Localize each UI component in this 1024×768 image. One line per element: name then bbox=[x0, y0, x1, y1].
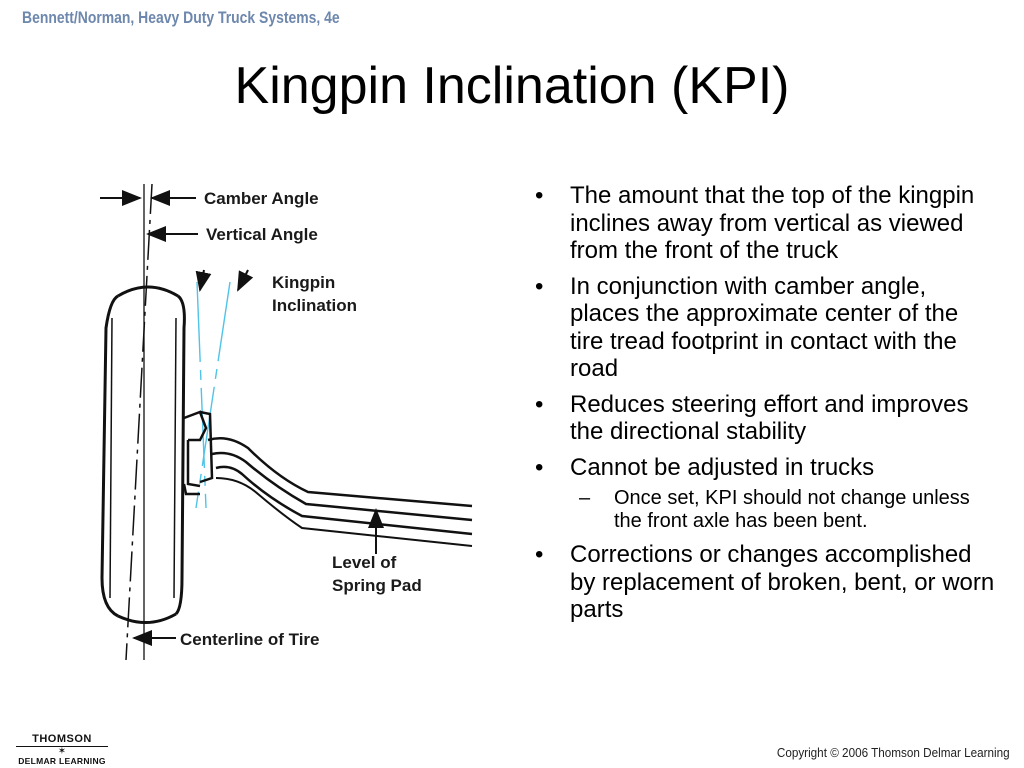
bullet-item: • Corrections or changes accomplished by… bbox=[528, 541, 998, 624]
bullet-text: Corrections or changes accomplished by r… bbox=[570, 541, 995, 623]
bullet-text: In conjunction with camber angle, places… bbox=[570, 272, 959, 383]
kpi-arrow-right bbox=[237, 269, 254, 292]
front-axle bbox=[207, 437, 473, 547]
slide-title: Kingpin Inclination (KPI) bbox=[234, 57, 790, 115]
bullet-text: Cannot be adjusted in trucks bbox=[570, 453, 875, 481]
logo-star-icon: ✶ bbox=[57, 746, 67, 757]
bullet-item: • Reduces steering effort and improves t… bbox=[528, 391, 998, 446]
bullet-item: • In conjunction with camber angle, plac… bbox=[528, 273, 998, 383]
sub-bullet-dash: – bbox=[579, 487, 591, 509]
steering-knuckle bbox=[182, 410, 214, 496]
tire bbox=[100, 285, 186, 624]
level-of-spring-pad-label-2: Spring Pad bbox=[332, 576, 422, 595]
level-of-spring-pad-label-1: Level of bbox=[332, 553, 397, 572]
logo-bottom-text: DELMAR LEARNING bbox=[18, 756, 106, 766]
bullet-dot: • bbox=[535, 453, 544, 481]
bullet-text: Reduces steering effort and improves the… bbox=[570, 390, 969, 446]
book-header: Bennett/Norman, Heavy Duty Truck Systems… bbox=[22, 8, 340, 27]
centerline-of-tire-label: Centerline of Tire bbox=[180, 630, 320, 649]
kpi-arrow-left bbox=[195, 269, 212, 292]
kingpin-inclination-label-2: Inclination bbox=[272, 296, 357, 315]
bullet-dot: • bbox=[535, 390, 544, 418]
bullet-item: • Cannot be adjusted in trucks bbox=[528, 454, 998, 482]
bullet-list: • The amount that the top of the kingpin… bbox=[528, 182, 998, 632]
publisher-logo: THOMSON ✶ DELMAR LEARNING bbox=[12, 733, 112, 766]
centerline-of-tire-line bbox=[125, 183, 153, 661]
copyright-notice: Copyright © 2006 Thomson Delmar Learning bbox=[777, 745, 1010, 760]
vertical-angle-label: Vertical Angle bbox=[206, 225, 318, 244]
kingpin-inclination-label-1: Kingpin bbox=[272, 273, 335, 292]
bullet-text: The amount that the top of the kingpin i… bbox=[570, 182, 975, 264]
sub-bullet-item: – Once set, KPI should not change unless… bbox=[528, 487, 998, 533]
camber-angle-label: Camber Angle bbox=[204, 189, 319, 208]
bullet-dot: • bbox=[535, 541, 544, 568]
kpi-diagram-svg: Camber Angle Vertical Angle Kingpin Incl… bbox=[100, 183, 473, 661]
kingpin-axis-line-left bbox=[196, 281, 207, 509]
logo-divider bbox=[16, 746, 108, 747]
kpi-diagram: Camber Angle Vertical Angle Kingpin Incl… bbox=[88, 178, 480, 668]
bullet-dot: • bbox=[535, 272, 544, 300]
kingpin-axis-line-right bbox=[195, 281, 231, 509]
bullet-item: • The amount that the top of the kingpin… bbox=[528, 182, 998, 265]
logo-top-text: THOMSON bbox=[32, 733, 92, 745]
bullet-dot: • bbox=[535, 182, 544, 209]
sub-bullet-text: Once set, KPI should not change unless t… bbox=[614, 487, 970, 532]
